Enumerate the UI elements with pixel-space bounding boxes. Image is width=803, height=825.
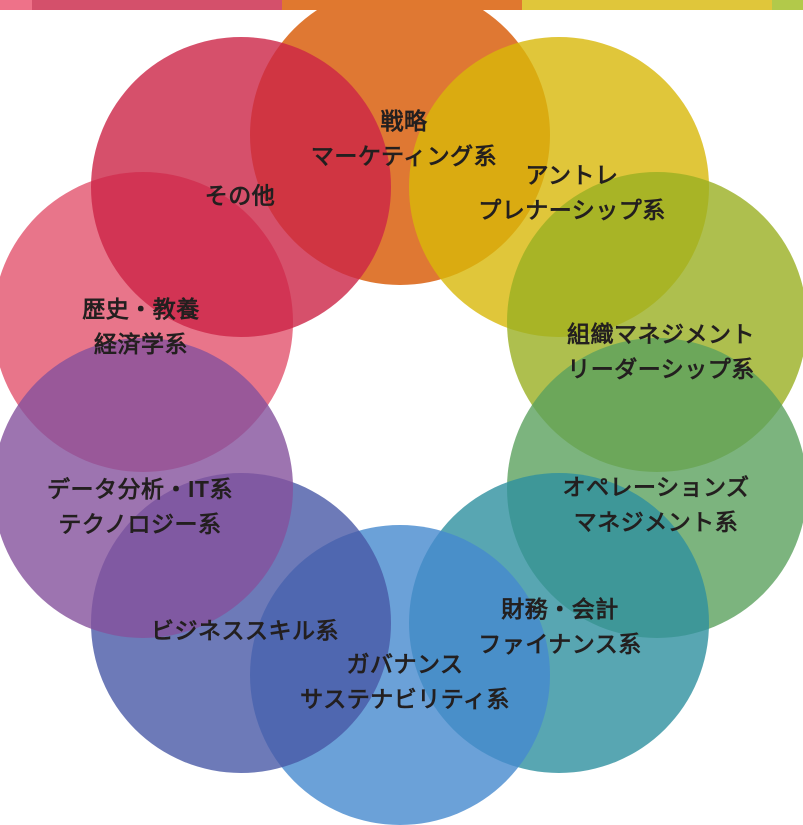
- label-line: サステナビリティ系: [300, 686, 510, 712]
- label-strategy-marketing: 戦略マーケティング系: [311, 104, 497, 174]
- label-line: プレナーシップ系: [478, 197, 666, 223]
- label-others: その他: [205, 179, 276, 214]
- top-color-bar: [0, 0, 803, 10]
- label-finance-accounting: 財務・会計ファイナンス系: [478, 592, 642, 662]
- label-line: 戦略: [380, 108, 428, 134]
- label-line: アントレ: [525, 162, 619, 188]
- label-entrepreneurship: アントレプレナーシップ系: [478, 158, 666, 228]
- bar-segment-light-pink: [0, 0, 32, 10]
- bar-segment-yellow: [522, 0, 772, 10]
- label-line: その他: [204, 182, 276, 209]
- label-line: データ分析・IT系: [47, 476, 233, 502]
- label-governance-sustainability: ガバナンスサステナビリティ系: [300, 647, 510, 717]
- circle-others: [91, 37, 391, 337]
- label-line: 財務・会計: [501, 596, 619, 622]
- label-line: マーケティング系: [310, 143, 498, 169]
- label-line: ビジネススキル系: [151, 617, 339, 644]
- label-operations-management: オペレーションズマネジメント系: [562, 470, 749, 540]
- label-line: 経済学系: [94, 331, 188, 357]
- label-history-economics: 歴史・教養経済学系: [82, 292, 200, 362]
- label-line: オペレーションズ: [562, 474, 750, 500]
- label-data-analysis-it: データ分析・IT系テクノロジー系: [47, 472, 233, 542]
- label-line: ガバナンス: [346, 651, 464, 677]
- bar-segment-orange: [282, 0, 522, 10]
- label-line: ファイナンス系: [478, 631, 642, 657]
- bar-segment-yellow-green: [772, 0, 803, 10]
- circle-data-analysis-it: [0, 338, 293, 638]
- label-business-skills: ビジネススキル系: [151, 614, 339, 649]
- label-organization-leadership: 組織マネジメントリーダーシップ系: [567, 317, 755, 387]
- bar-segment-crimson: [32, 0, 282, 10]
- label-line: 歴史・教養: [82, 296, 200, 322]
- label-line: リーダーシップ系: [567, 356, 755, 382]
- label-line: 組織マネジメント: [567, 321, 755, 347]
- label-line: マネジメント系: [573, 509, 739, 535]
- label-line: テクノロジー系: [58, 511, 222, 537]
